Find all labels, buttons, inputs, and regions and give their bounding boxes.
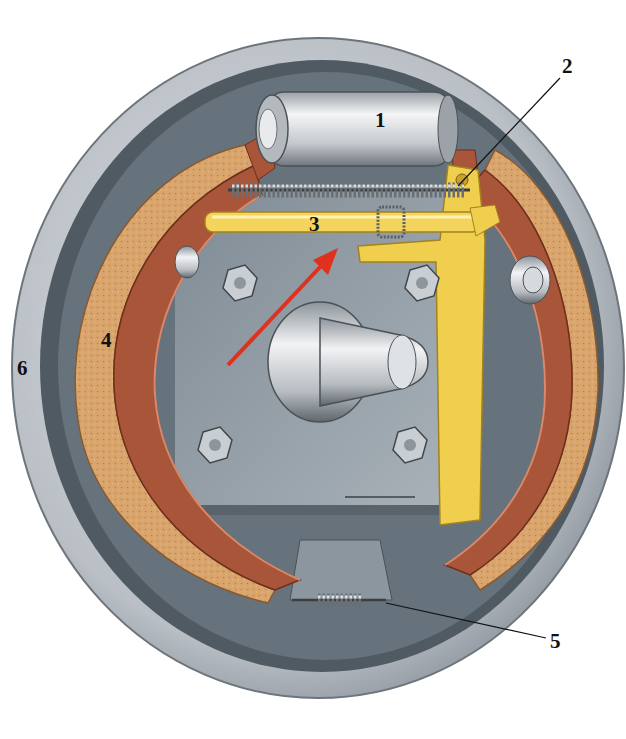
callout-number: 4 [101, 330, 112, 351]
callout-number: 6 [17, 358, 28, 379]
callout-number: 3 [309, 214, 320, 235]
callout-number: 1 [375, 110, 386, 131]
callout-number: 5 [550, 631, 561, 652]
callout-number: 2 [562, 56, 573, 77]
